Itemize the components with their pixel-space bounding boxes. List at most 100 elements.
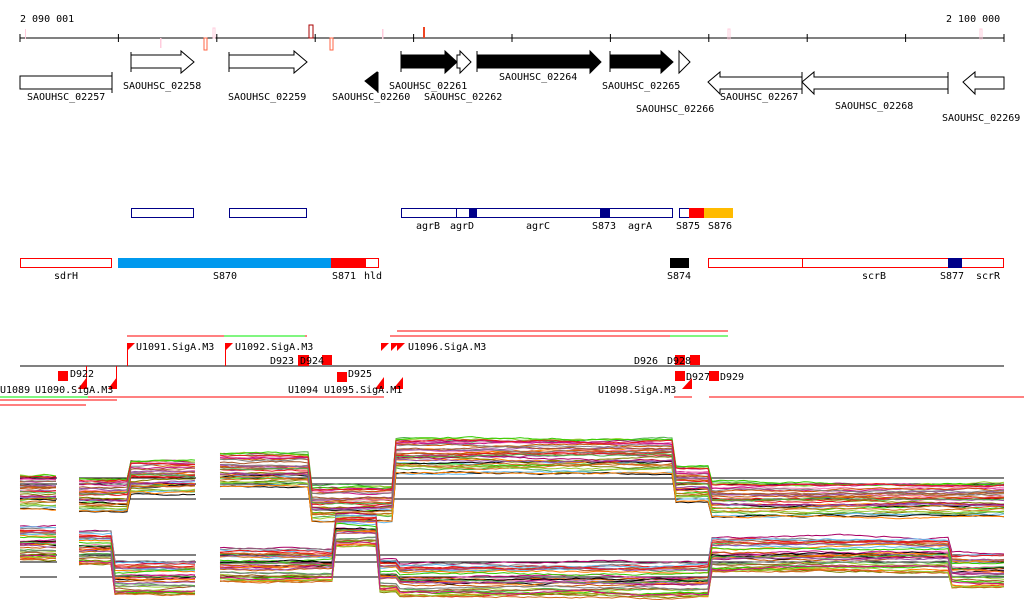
gene-label: SAOUHSC_02260 xyxy=(332,92,410,103)
feature-box[interactable] xyxy=(131,208,194,218)
promoter-flag[interactable] xyxy=(127,343,135,351)
feature-sdrH[interactable] xyxy=(20,258,112,268)
expression-line xyxy=(78,466,196,487)
feature-label: agrD xyxy=(450,221,474,232)
gene-label: SAOUHSC_02261 xyxy=(389,81,467,92)
feature-label: S876 xyxy=(708,221,732,232)
terminator-D925[interactable] xyxy=(337,372,347,382)
ruler-start: 2 090 001 xyxy=(20,14,74,25)
promoter-label: U1089 xyxy=(0,385,30,396)
promoter-label: U1096.SigA.M3 xyxy=(408,342,486,353)
expression-line xyxy=(78,479,196,502)
feature-hld[interactable] xyxy=(365,258,379,268)
gene-SAOUHSC_02266[interactable] xyxy=(678,49,691,75)
terminator-D924[interactable] xyxy=(322,355,332,365)
expression-line xyxy=(19,477,57,480)
expression-line xyxy=(19,526,56,529)
gene-label: SAOUHSC_02268 xyxy=(835,101,913,112)
expression-line xyxy=(219,437,1005,491)
terminator-label: D928 xyxy=(667,356,691,367)
expression-profiles xyxy=(19,436,1005,601)
expression-line xyxy=(219,531,1005,586)
gene-SAOUHSC_02267[interactable] xyxy=(707,70,803,96)
feature-label: scrR xyxy=(976,271,1001,282)
terminator-label: D927 xyxy=(686,372,710,383)
gene-SAOUHSC_02262[interactable] xyxy=(456,49,472,75)
gene-SAOUHSC_02265[interactable] xyxy=(609,49,674,75)
promoter-label: U1092.SigA.M3 xyxy=(235,342,313,353)
terminator-D922[interactable] xyxy=(58,371,68,381)
feature-S875[interactable] xyxy=(689,208,704,218)
expression-line xyxy=(219,536,1005,591)
expression-line xyxy=(78,462,196,482)
feature-S874[interactable] xyxy=(670,258,689,268)
feature-S871[interactable] xyxy=(331,258,365,268)
feature-S870[interactable] xyxy=(118,258,331,268)
gene-SAOUHSC_02259[interactable] xyxy=(228,49,308,75)
expression-line xyxy=(78,549,195,585)
expression-line xyxy=(78,536,196,571)
terminator-D929[interactable] xyxy=(709,371,719,381)
promoter-label: U1091.SigA.M3 xyxy=(136,342,214,353)
expression-line xyxy=(19,544,56,548)
expression-line xyxy=(219,520,1005,574)
terminator-label: D923 xyxy=(270,356,294,367)
expression-line xyxy=(78,485,196,507)
gene-SAOUHSC_02261[interactable] xyxy=(400,49,458,75)
terminator-D928[interactable] xyxy=(690,355,700,365)
expression-line xyxy=(78,557,196,592)
gene-SAOUHSC_02260[interactable] xyxy=(364,71,379,93)
feature-agr-operon[interactable] xyxy=(401,208,673,218)
gene-SAOUHSC_02269[interactable] xyxy=(962,70,1005,96)
expression-line xyxy=(78,541,196,574)
feature-agrD[interactable] xyxy=(469,208,477,218)
gene-label: SAOUHSC_02264 xyxy=(499,72,577,83)
terminator-D926[interactable] xyxy=(675,355,685,365)
expression-line xyxy=(78,474,196,496)
expression-line xyxy=(19,557,57,561)
expression-line xyxy=(219,514,1005,569)
gene-SAOUHSC_02268[interactable] xyxy=(801,70,949,96)
promoter-flag[interactable] xyxy=(225,343,233,351)
feature-box[interactable] xyxy=(229,208,307,218)
feature-box[interactable] xyxy=(679,208,690,218)
gene-label: SAOUHSC_02262 xyxy=(424,92,502,103)
feature-label: agrC xyxy=(526,221,550,232)
expression-line xyxy=(219,458,1005,511)
expression-line xyxy=(219,516,1005,571)
feature-label: scrB xyxy=(862,271,886,282)
gene-label: SAOUHSC_02266 xyxy=(636,104,714,115)
expression-line xyxy=(78,493,196,513)
gene-SAOUHSC_02257[interactable] xyxy=(19,72,113,93)
expression-line xyxy=(219,442,1005,495)
terminator-D923[interactable] xyxy=(298,355,309,366)
gene-SAOUHSC_02264[interactable] xyxy=(476,49,602,75)
feature-S876[interactable] xyxy=(704,208,733,218)
gene-label: SAOUHSC_02258 xyxy=(123,81,201,92)
feature-S877[interactable] xyxy=(948,258,962,268)
expression-line xyxy=(20,541,57,545)
expression-line xyxy=(79,562,196,597)
expression-line xyxy=(19,484,57,489)
expression-line xyxy=(20,549,57,552)
promoter-label: U1094 xyxy=(288,385,318,396)
expression-line xyxy=(219,522,1005,577)
gene-label: SAOUHSC_02259 xyxy=(228,92,306,103)
gene-SAOUHSC_02258[interactable] xyxy=(130,49,195,75)
feature-label: sdrH xyxy=(54,271,78,282)
feature-label: S877 xyxy=(940,271,964,282)
expression-line xyxy=(19,503,57,507)
expression-line xyxy=(78,490,196,513)
promoter-track: U1091.SigA.M3 U1092.SigA.M3 D923 D924 U1… xyxy=(0,330,1024,406)
expression-line xyxy=(19,497,57,501)
feature-scrB[interactable] xyxy=(708,258,1004,268)
expression-line xyxy=(78,534,196,567)
feature-track-mid: sdrH S870 S871 hld S874 scrB S877 scrR xyxy=(20,258,1004,282)
expression-line xyxy=(78,555,196,588)
expression-line xyxy=(19,508,57,511)
terminator-D927[interactable] xyxy=(675,371,685,381)
feature-label: S871 xyxy=(332,271,356,282)
expression-line xyxy=(219,527,1005,584)
feature-S873[interactable] xyxy=(600,208,610,218)
feature-track-top: agrB agrD agrC S873 agrA S875 S876 xyxy=(131,208,733,232)
